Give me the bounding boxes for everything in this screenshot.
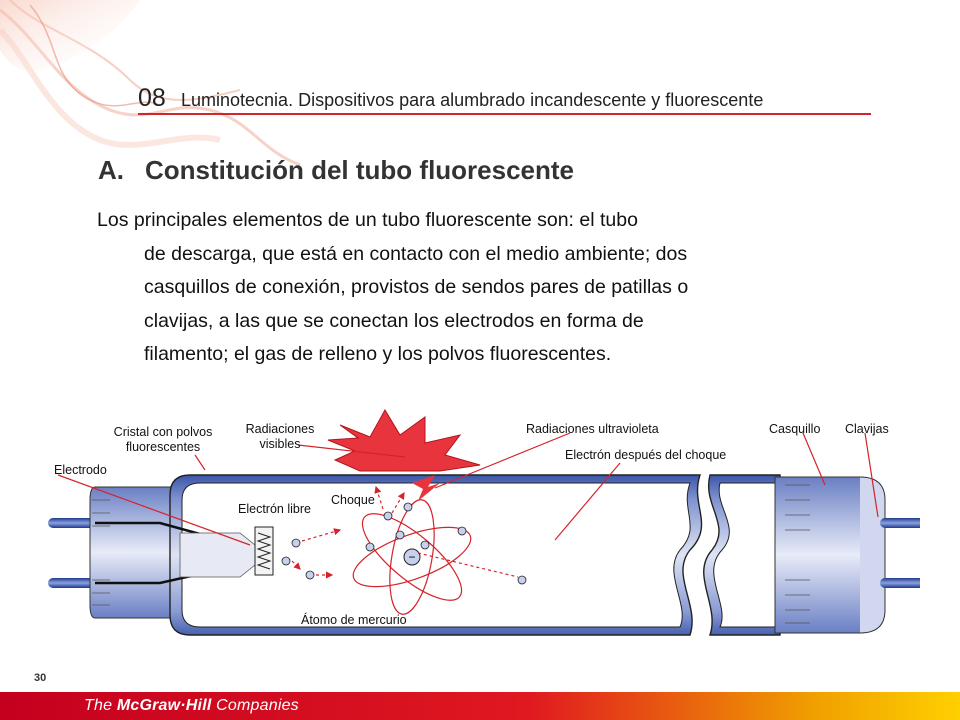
chapter-number: 08 xyxy=(138,84,166,112)
label-electrodo: Electrodo xyxy=(54,463,107,477)
label-radiaciones-visibles: Radiaciones visibles xyxy=(245,422,315,451)
visible-radiation-burst xyxy=(327,409,481,472)
tube-illustration: − xyxy=(48,409,928,636)
label-electron-despues: Electrón después del choque xyxy=(565,448,727,462)
tube-interior xyxy=(181,482,691,628)
mercury-atom-orbits xyxy=(352,499,472,615)
section-title: Constitución del tubo fluorescente xyxy=(145,155,575,185)
fluorescent-tube-diagram: − Cristal con polvos xyxy=(40,405,928,655)
electrons xyxy=(281,502,527,585)
paragraph-line: Los principales elementos de un tubo flu… xyxy=(97,209,638,231)
label-electron-libre: Electrón libre xyxy=(238,502,311,516)
header-divider xyxy=(138,113,871,115)
pin-right-top xyxy=(880,518,928,528)
leader-lines xyxy=(57,432,879,546)
paragraph-line: casquillos de conexión, provistos de sen… xyxy=(144,276,689,298)
pin-right-bottom xyxy=(880,578,928,588)
publisher-logo: The McGraw·Hill Companies xyxy=(84,697,299,715)
label-cristal: Cristal con polvos fluorescentes xyxy=(113,425,213,454)
uv-flash xyxy=(412,475,440,501)
brand-suffix: Companies xyxy=(216,697,299,714)
chapter-title: Luminotecnia. Dispositivos para alumbrad… xyxy=(181,90,764,110)
cap-left xyxy=(89,486,176,619)
paragraph-line: filamento; el gas de relleno y los polvo… xyxy=(144,343,612,365)
pin-left-bottom xyxy=(48,578,98,588)
paragraph-line: de descarga, que está en contacto con el… xyxy=(144,242,688,265)
label-choque: Choque xyxy=(331,493,375,507)
tube-interior-right xyxy=(713,482,781,628)
paragraph-line: clavijas, a las que se conectan los elec… xyxy=(144,309,644,332)
label-radiaciones-ultravioleta: Radiaciones ultravioleta xyxy=(526,422,659,436)
label-casquillo: Casquillo xyxy=(769,422,821,436)
footer-bar xyxy=(0,692,960,720)
pin-left-top xyxy=(48,518,98,528)
decorative-smoke xyxy=(0,0,301,167)
page-number: 30 xyxy=(34,672,47,684)
brand-prefix: The xyxy=(84,697,113,714)
brand-name: McGraw·Hill xyxy=(116,697,212,714)
label-clavijas: Clavijas xyxy=(845,422,889,436)
svg-text:−: − xyxy=(408,550,415,564)
mercury-nucleus xyxy=(403,548,421,566)
label-atomo: Átomo de mercurio xyxy=(301,613,407,627)
section-letter: A. xyxy=(98,155,124,185)
body-paragraph: Los principales elementos de un tubo flu… xyxy=(97,204,817,372)
